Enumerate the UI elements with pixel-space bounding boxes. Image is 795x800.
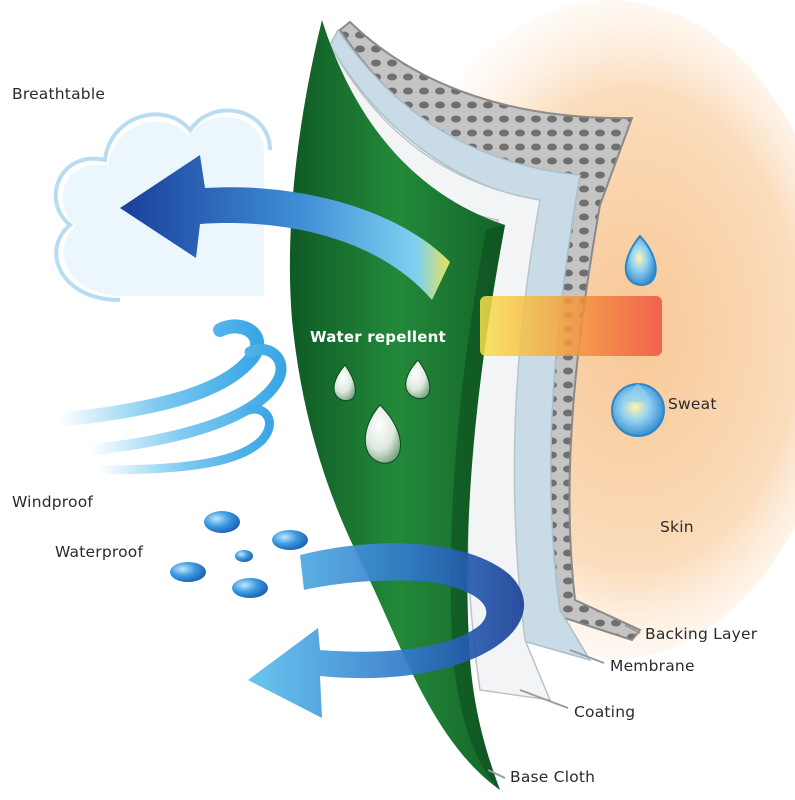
base-cloth-label: Base Cloth	[510, 768, 596, 786]
windproof-arrow	[248, 543, 525, 718]
breathable-arrow	[120, 155, 450, 300]
membrane-layer	[329, 28, 592, 662]
membrane-label: Membrane	[610, 657, 695, 675]
cloud-icon	[53, 108, 272, 302]
waterproof-label: Waterproof	[55, 543, 144, 561]
backing-layer-label: Backing Layer	[645, 625, 758, 643]
sweat-label: Sweat	[668, 395, 717, 413]
skin-label: Skin	[660, 518, 694, 536]
water-drop-icon	[170, 511, 308, 598]
wind-icon	[53, 319, 287, 475]
heat-band	[480, 296, 662, 356]
water-repellent-label: Water repellent	[310, 328, 446, 346]
windproof-label: Windproof	[12, 493, 94, 511]
coating-label: Coating	[574, 703, 636, 721]
breathable-label: Breathtable	[12, 85, 106, 103]
water-drop-icon	[611, 234, 665, 437]
water-drop-icon	[333, 359, 431, 464]
